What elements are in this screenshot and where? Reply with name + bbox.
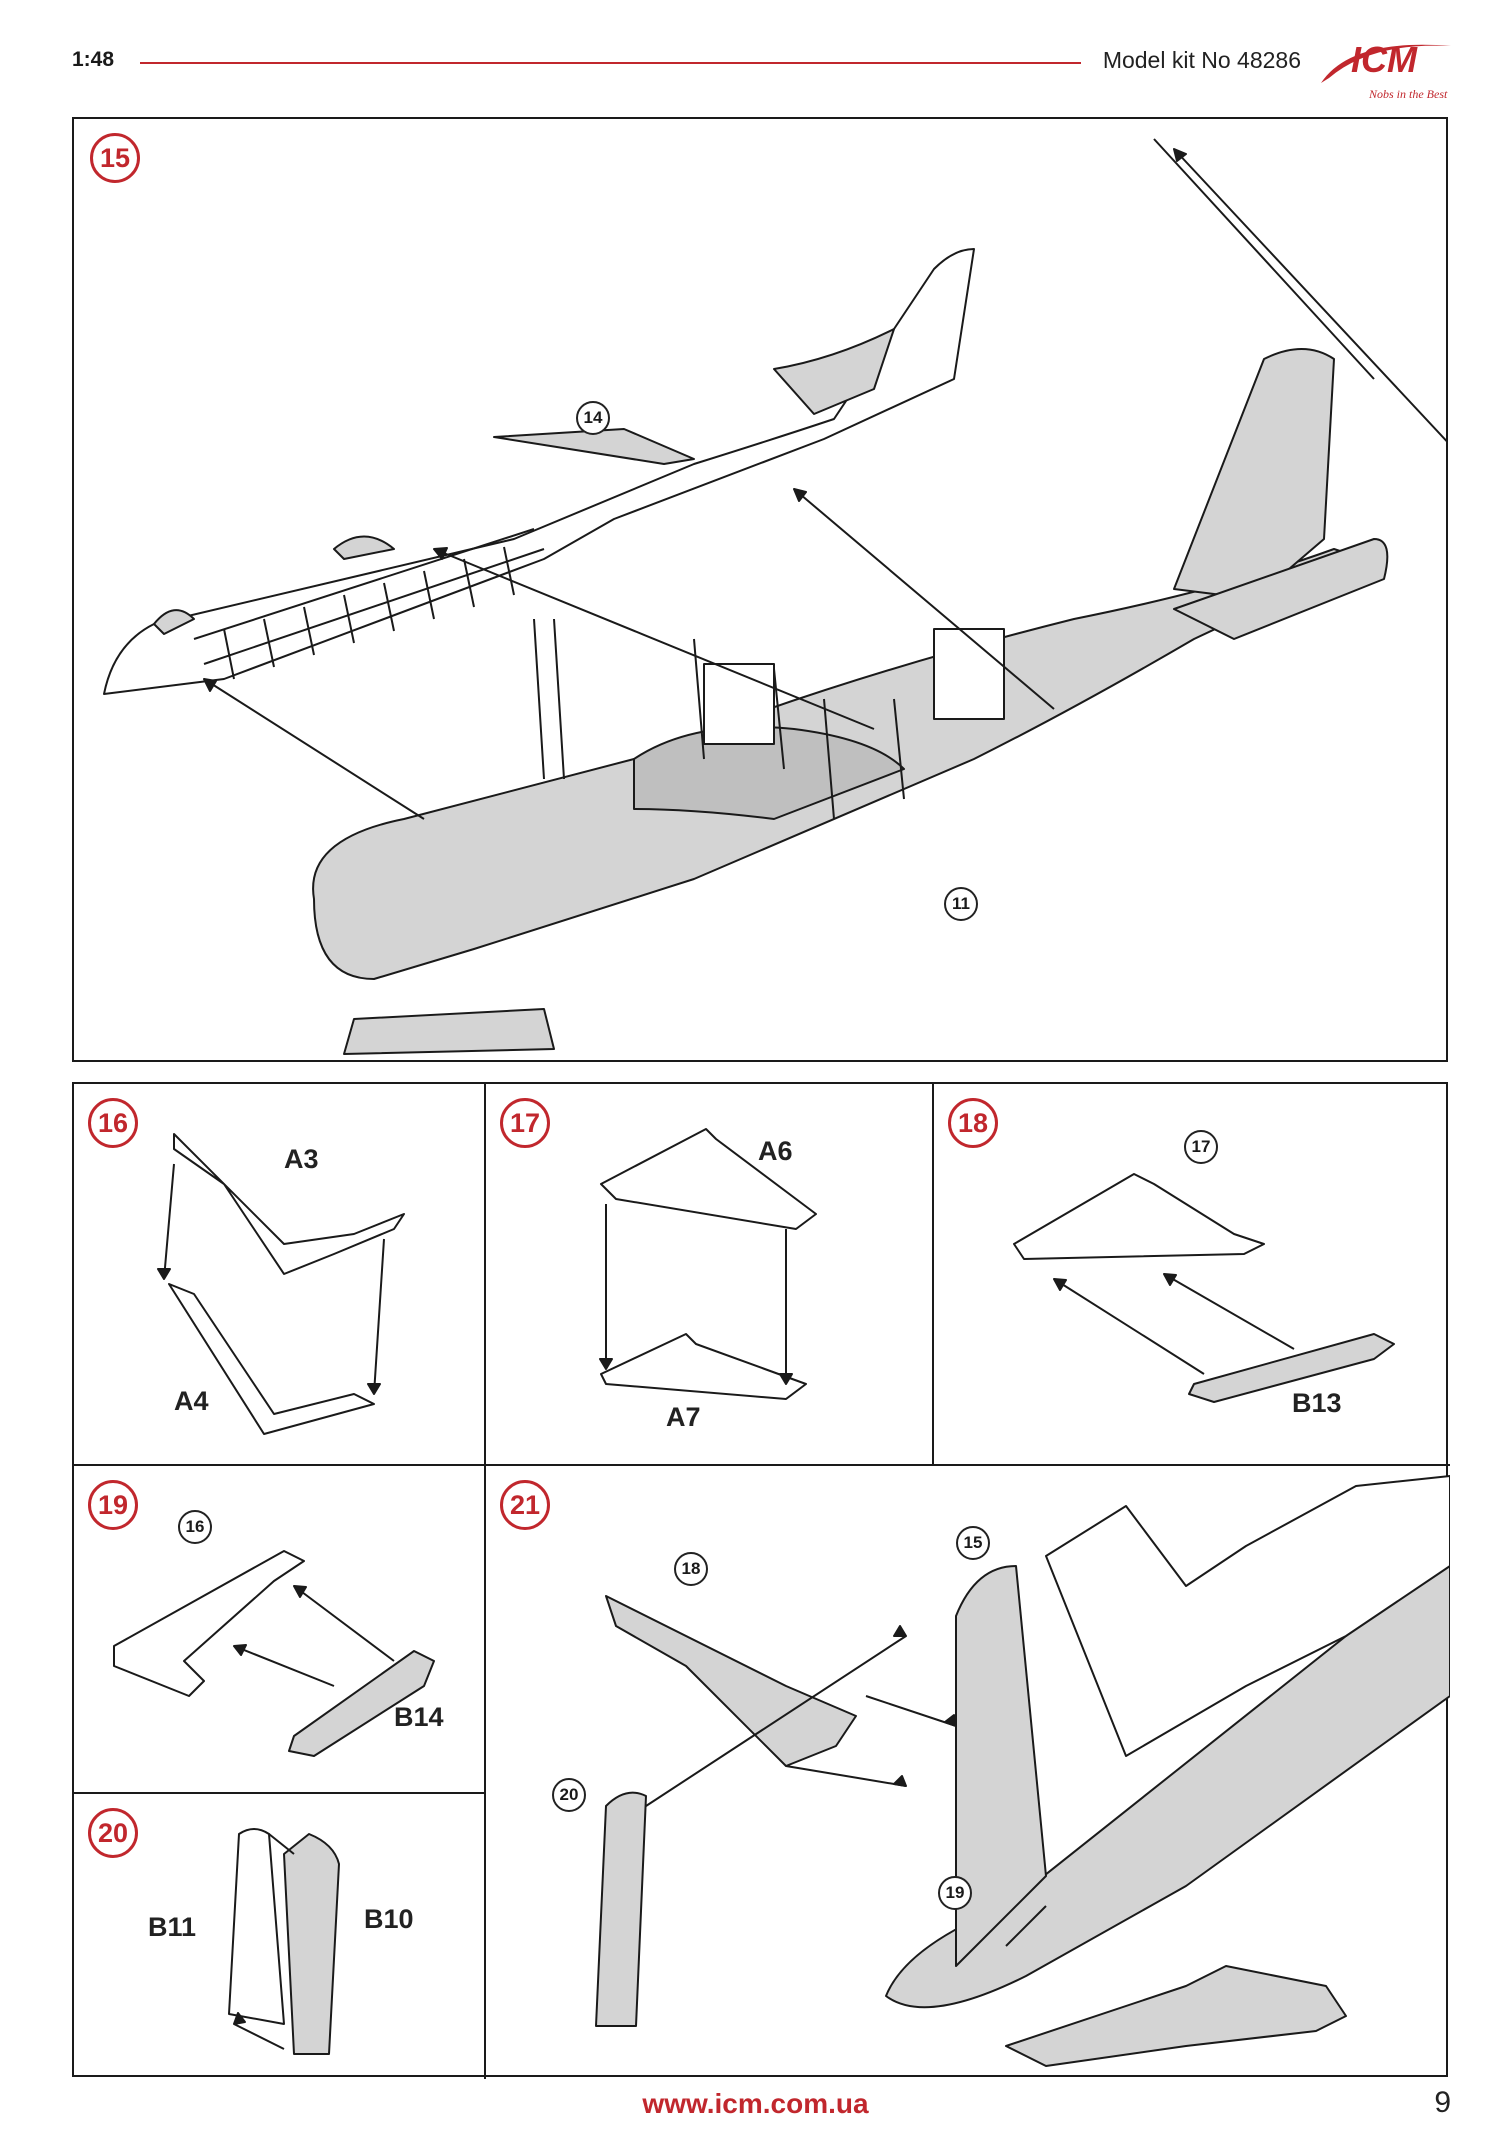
ref-19: 19 [938,1876,972,1910]
step-15-panel: 15 14 11 [72,117,1448,1062]
ref-18: 18 [674,1552,708,1586]
ref-17: 17 [1184,1130,1218,1164]
step-16-cell: 16 A3 A4 [74,1084,486,1466]
part-b11: B11 [148,1912,197,1942]
ref-14: 14 [576,401,610,435]
website-link[interactable]: www.icm.com.ua [642,2088,869,2119]
part-b10: B10 [364,1904,414,1934]
step-15-badge: 15 [90,133,140,183]
step-21-cell: 21 18 15 20 19 [486,1466,1450,2079]
ref-20: 20 [552,1778,586,1812]
tail-assembly-drawing [595,1475,1450,2067]
step-19-cell: 19 16 B14 [74,1466,486,1794]
part-a4: A4 [174,1386,209,1416]
kit-number: Model kit No 48286 [1102,47,1301,73]
scale-label: 1:48 [72,48,115,71]
part-a7: A7 [666,1402,701,1432]
part-a3: A3 [284,1144,319,1174]
icm-logo: ICM Nobs in the Best [1321,39,1451,101]
step-16-badge: 16 [88,1098,138,1148]
fuselage-assembly-drawing [103,138,1446,1055]
part-b14: B14 [394,1702,444,1732]
wing-b14-drawing [113,1550,435,1757]
part-a6: A6 [758,1136,793,1166]
svg-text:Nobs in the Best: Nobs in the Best [1368,87,1448,101]
step-20-badge: 20 [88,1808,138,1858]
step-17-cell: 17 A6 A7 [486,1084,934,1466]
rudder-b10-b11-drawing [228,1828,340,2055]
wing-b13-drawing [1013,1173,1395,1403]
step-19-badge: 19 [88,1480,138,1530]
step-18-cell: 18 17 B13 [934,1084,1450,1466]
header-rule [140,62,1081,64]
steps-grid-panel: 16 A3 A4 17 A6 A7 18 17 [72,1082,1450,2079]
ref-16: 16 [178,1510,212,1544]
wing-a3-a4-drawing [157,1133,405,1435]
step-21-badge: 21 [500,1480,550,1530]
part-b13: B13 [1292,1388,1342,1418]
step-20-cell: 20 B11 B10 [74,1794,486,2079]
step-18-badge: 18 [948,1098,998,1148]
wing-a6-a7-drawing [599,1128,817,1400]
ref-15: 15 [956,1526,990,1560]
page-number: 9 [1434,2086,1451,2119]
svg-text:ICM: ICM [1351,39,1418,80]
ref-11: 11 [944,887,978,921]
step-17-badge: 17 [500,1098,550,1148]
